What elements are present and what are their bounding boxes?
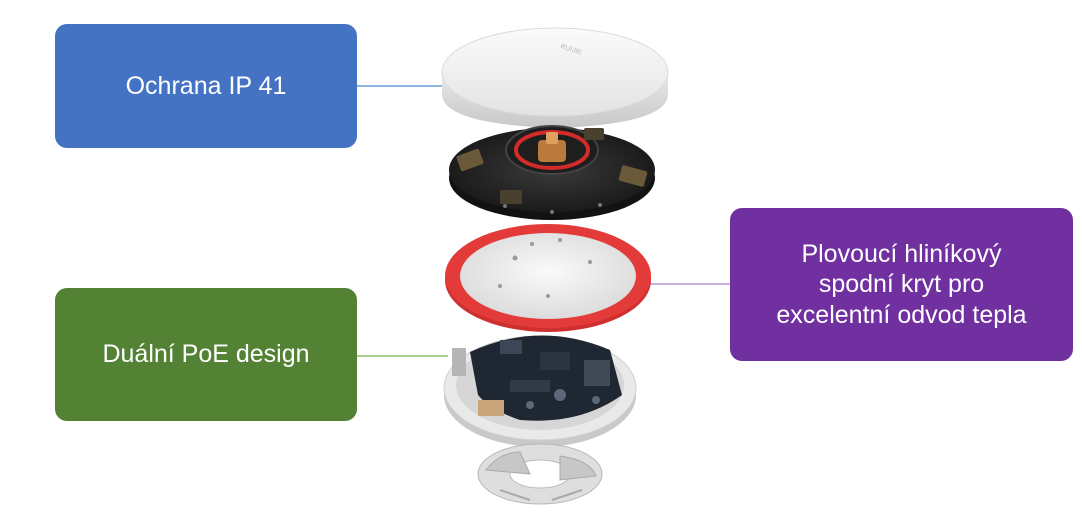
top-cover: RUIJIE [441,27,669,128]
callout-dual-poe: Duální PoE design [55,288,357,421]
aluminium-bottom-cover [445,224,651,332]
callout-aluminium-cover: Plovoucí hliníkový spodní kryt pro excel… [730,208,1073,361]
callout-dual-poe-text: Duální PoE design [102,340,310,369]
callout-aluminium-cover-text: Plovoucí hliníkový spodní kryt pro excel… [776,239,1027,329]
antenna-module [449,125,655,220]
callout-ip-protection: Ochrana IP 41 [55,24,357,148]
base-with-circuit-board [443,335,637,447]
callout-ip-protection-text: Ochrana IP 41 [125,71,287,100]
mounting-bracket [477,443,603,505]
